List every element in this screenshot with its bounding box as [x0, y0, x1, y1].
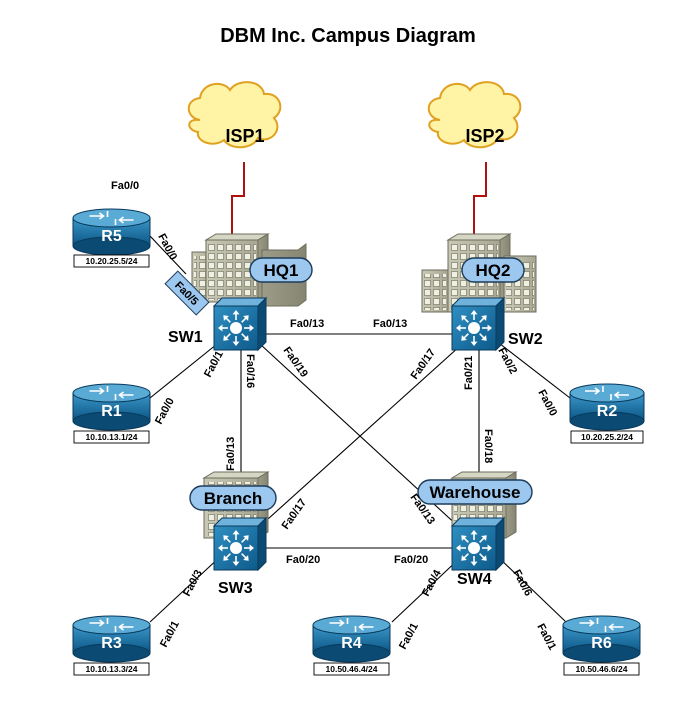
sw2-label: SW2 — [508, 331, 543, 348]
r1-ip-label: 10.10.13.1/24 — [86, 432, 138, 442]
hq1-building: HQ1 — [191, 233, 313, 307]
sw3-fa020-label: Fa0/20 — [286, 554, 320, 566]
sw4-fa018-label: Fa0/18 — [482, 429, 494, 463]
sw4-fa04-label: Fa0/4 — [420, 567, 444, 598]
link-sw2-r2 — [494, 339, 571, 399]
link-sw3-r3 — [149, 554, 223, 623]
r3-name: R3 — [101, 635, 122, 652]
link-r5-sw1 — [149, 235, 187, 275]
sw1-fa013-label: Fa0/13 — [290, 318, 324, 330]
isp1-label: ISP1 — [225, 126, 264, 146]
r3-fa01-label: Fa0/1 — [158, 619, 182, 649]
hq2-label: HQ2 — [476, 261, 511, 280]
r2-ip-label: 10.20.25.2/24 — [581, 432, 633, 442]
sw3-label: SW3 — [218, 580, 253, 597]
r3-ip-label: 10.10.13.3/24 — [86, 664, 138, 674]
sw3-fa013-label: Fa0/13 — [225, 437, 237, 471]
isp2-wan-link — [473, 162, 487, 236]
r3-router: R3 10.10.13.3/24 — [72, 615, 151, 676]
sw4-label: SW4 — [457, 571, 492, 588]
sw4-fa06-label: Fa0/6 — [510, 568, 534, 598]
r2-router: R2 10.20.25.2/24 — [569, 383, 645, 444]
links — [149, 333, 571, 623]
sw1-icon — [212, 296, 268, 352]
sw2-fa013-label: Fa0/13 — [373, 318, 407, 330]
r5-router: R5 10.20.25.5/24 — [72, 208, 151, 268]
link-sw4-r4 — [391, 555, 463, 623]
r6-router: R6 10.50.46.6/24 — [562, 615, 641, 676]
isp1-wan-link — [231, 162, 245, 236]
r6-ip-label: 10.50.46.6/24 — [576, 664, 628, 674]
sw1-label: SW1 — [168, 329, 203, 346]
r2-name: R2 — [597, 403, 618, 420]
hq2-building: HQ2 — [421, 233, 537, 313]
sw2-icon — [450, 296, 506, 352]
sw1-fa019-label: Fa0/19 — [281, 345, 310, 380]
link-sw4-r6 — [496, 555, 567, 623]
r4-router: R4 10.50.46.4/24 — [312, 615, 391, 676]
r5-link-port-label: Fa0/0 — [155, 232, 179, 262]
isp2-label: ISP2 — [465, 126, 504, 146]
r5-top-port-label: Fa0/0 — [111, 180, 139, 192]
sw4-fa020-label: Fa0/20 — [394, 554, 428, 566]
r6-fa01-label: Fa0/1 — [534, 622, 558, 652]
branch-label: Branch — [204, 489, 263, 508]
isp1-cloud: ISP1 — [187, 81, 282, 149]
sw4-icon — [450, 516, 506, 572]
isp2-cloud: ISP2 — [427, 81, 522, 149]
diagram-title: DBM Inc. Campus Diagram — [220, 25, 476, 47]
r4-fa01-label: Fa0/1 — [397, 621, 421, 651]
r6-name: R6 — [591, 635, 612, 652]
sw1-fa016-label: Fa0/16 — [244, 354, 256, 388]
link-sw1-r1 — [149, 339, 223, 399]
r1-name: R1 — [101, 403, 122, 420]
sw2-fa021-label: Fa0/21 — [463, 356, 475, 390]
r5-ip-label: 10.20.25.5/24 — [86, 256, 138, 266]
sw3-fa017-label: Fa0/17 — [280, 497, 309, 532]
r1-fa00-label: Fa0/0 — [153, 396, 177, 426]
sw3-icon — [212, 516, 268, 572]
r4-ip-label: 10.50.46.4/24 — [326, 664, 378, 674]
sw3-fa03-label: Fa0/3 — [181, 568, 205, 598]
r1-router: R1 10.10.13.1/24 — [72, 383, 151, 444]
warehouse-label: Warehouse — [429, 483, 520, 502]
link-sw2-sw3 — [257, 345, 461, 529]
r2-fa00-label: Fa0/0 — [535, 388, 559, 418]
r4-name: R4 — [341, 635, 362, 652]
sw2-fa017-label: Fa0/17 — [409, 347, 438, 382]
r5-name: R5 — [101, 228, 122, 245]
sw2-fa02-label: Fa0/2 — [495, 346, 519, 376]
hq1-label: HQ1 — [264, 261, 299, 280]
